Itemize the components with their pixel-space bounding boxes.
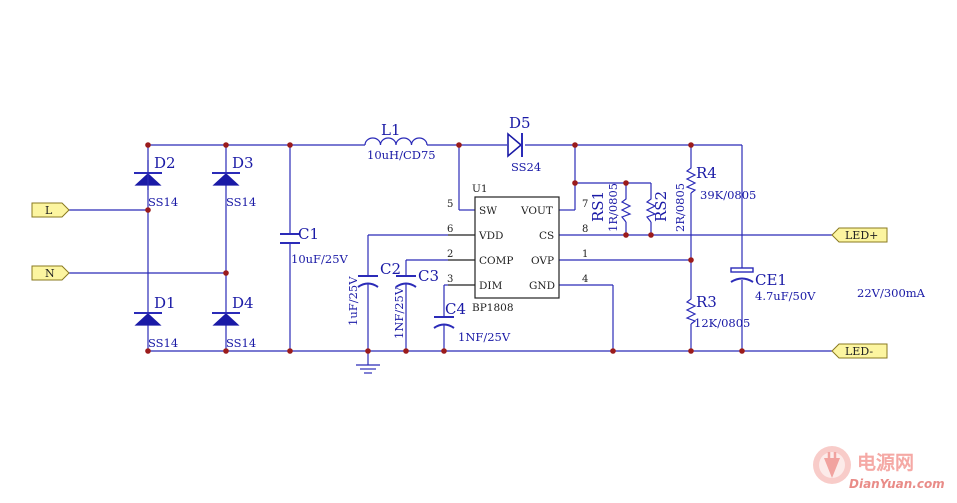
u1-part: BP1808 [472, 302, 514, 314]
pin-comp-name: COMP [479, 255, 513, 267]
d1-value: SS14 [148, 336, 178, 350]
pin-cs-num: 8 [582, 224, 588, 235]
d4-ref: D4 [232, 294, 254, 312]
pin-vout-num: 7 [582, 199, 588, 210]
d2-value: SS14 [148, 195, 178, 209]
pin-gnd-name: GND [529, 280, 555, 292]
c1-ref: C1 [298, 225, 319, 243]
r4-ref: R4 [696, 164, 717, 182]
port-led-plus-label: LED+ [845, 229, 878, 242]
resistor-rs1 [620, 196, 632, 223]
c3-ref: C3 [418, 267, 439, 285]
capacitor-c4 [433, 316, 455, 329]
d3-ref: D3 [232, 154, 254, 172]
inductor-l1 [364, 137, 428, 146]
c4-ref: C4 [445, 300, 466, 318]
pin-sw-name: SW [479, 205, 497, 217]
pin-vout-name: VOUT [520, 205, 553, 217]
pin-sw-num: 5 [447, 199, 453, 210]
port-led-minus [831, 343, 888, 359]
c1-value: 10uF/25V [291, 252, 349, 266]
l1-ref: L1 [381, 121, 401, 139]
pin-dim-num: 3 [447, 274, 453, 285]
port-l-label: L [45, 204, 53, 217]
port-n [31, 265, 70, 281]
rs2-value: 2R/0805 [673, 183, 687, 232]
diode-d4 [212, 312, 240, 326]
pin-dim-name: DIM [479, 280, 503, 292]
port-l [31, 202, 70, 218]
r3-ref: R3 [696, 293, 717, 311]
r4-value: 39K/0805 [700, 188, 756, 202]
capacitor-c3 [395, 275, 417, 288]
ce1-ref: CE1 [755, 271, 787, 289]
d3-value: SS14 [226, 195, 256, 209]
diode-d3 [212, 172, 240, 186]
d1-ref: D1 [154, 294, 176, 312]
pin-ovp-num: 1 [582, 249, 588, 260]
port-led-minus-label: LED- [845, 345, 873, 358]
c2-ref: C2 [380, 260, 401, 278]
capacitor-c2 [357, 275, 379, 288]
port-n-label: N [45, 267, 55, 280]
u1-ref: U1 [472, 183, 488, 195]
d5-value: SS24 [511, 160, 541, 174]
pin-ovp-name: OVP [531, 255, 554, 267]
pin-cs-name: CS [539, 230, 554, 242]
diode-d1 [134, 312, 162, 326]
c3-value: 1NF/25V [392, 286, 406, 339]
r3-value: 12K/0805 [694, 316, 750, 330]
junctions [145, 142, 745, 354]
l1-value: 10uH/CD75 [367, 148, 436, 162]
d4-value: SS14 [226, 336, 256, 350]
d2-ref: D2 [154, 154, 176, 172]
rs1-value: 1R/0805 [606, 183, 620, 232]
output-rating: 22V/300mA [857, 286, 926, 300]
d5-ref: D5 [509, 114, 531, 132]
diode-d2 [134, 160, 162, 190]
capacitor-c1 [280, 233, 300, 244]
watermark-cn: 电源网 [857, 451, 914, 474]
capacitor-ce1 [730, 267, 754, 283]
ce1-value: 4.7uF/50V [755, 289, 816, 303]
diode-d5 [507, 132, 523, 158]
resistor-r4 [685, 165, 697, 194]
watermark-logo [813, 446, 851, 484]
rs2-ref: RS2 [652, 191, 670, 222]
ic-u1 [448, 196, 560, 299]
c4-value: 1NF/25V [458, 330, 511, 344]
c2-value: 1uF/25V [346, 276, 360, 326]
resistor-rs2 [645, 196, 657, 223]
pin-vdd-num: 6 [447, 224, 453, 235]
rs1-ref: RS1 [589, 191, 607, 222]
watermark-en: DianYuan.com [849, 477, 945, 491]
pin-vdd-name: VDD [478, 230, 503, 242]
pin-gnd-num: 4 [582, 274, 588, 285]
pin-comp-num: 2 [447, 249, 453, 260]
port-led-plus [831, 227, 888, 243]
resistor-r3 [685, 296, 697, 325]
